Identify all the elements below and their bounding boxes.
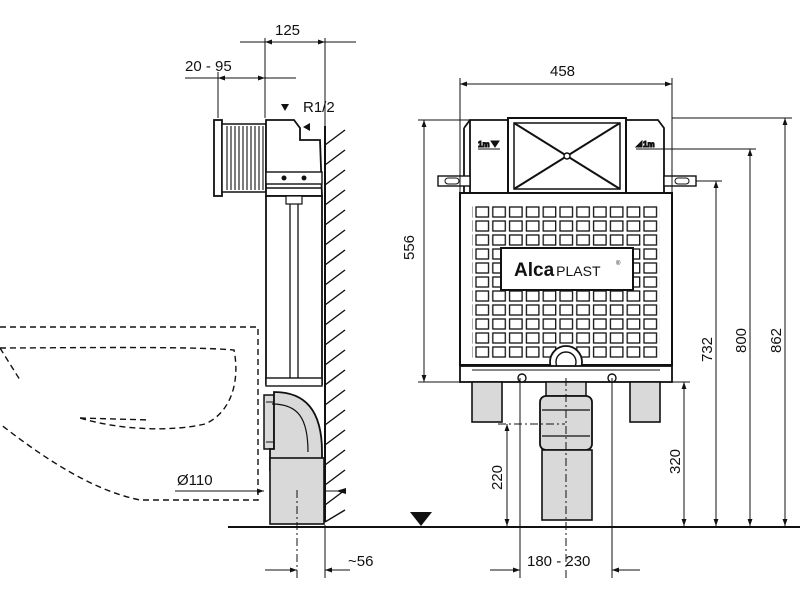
drain-pipe-front bbox=[541, 449, 593, 521]
floor-level-triangle bbox=[410, 512, 432, 526]
brand-registered: ® bbox=[616, 260, 621, 267]
dim-556: 556 bbox=[401, 235, 418, 260]
wc-bowl-outline bbox=[0, 326, 259, 501]
dim-r12: R1/2 bbox=[303, 99, 335, 116]
mark-1m-left: 1m bbox=[478, 140, 490, 149]
wall bbox=[324, 126, 346, 523]
front-view-module: 1m 1m bbox=[437, 117, 697, 521]
dim-320: 320 bbox=[667, 449, 684, 474]
dim-800: 800 bbox=[733, 328, 750, 353]
drain-fitting-side bbox=[263, 394, 275, 450]
dim-56: ~56 bbox=[348, 553, 373, 570]
dim-732: 732 bbox=[699, 337, 716, 362]
brand-label bbox=[500, 247, 634, 291]
side-view-module bbox=[213, 119, 325, 525]
dim-125: 125 bbox=[275, 22, 300, 39]
mark-1m-right: 1m bbox=[643, 140, 655, 149]
frame-leg-side bbox=[265, 195, 323, 385]
dim-220: 220 bbox=[489, 465, 506, 490]
dim-862: 862 bbox=[768, 328, 785, 353]
dim-20-95: 20 - 95 bbox=[185, 58, 232, 75]
dim-180-230: 180 - 230 bbox=[527, 553, 590, 570]
r12-marker-triangle bbox=[281, 104, 289, 111]
dim-110: Ø110 bbox=[177, 472, 213, 489]
foot-right bbox=[629, 381, 661, 423]
dim-458: 458 bbox=[550, 63, 575, 80]
flush-plate-side bbox=[213, 119, 223, 197]
foot-left bbox=[471, 381, 503, 423]
